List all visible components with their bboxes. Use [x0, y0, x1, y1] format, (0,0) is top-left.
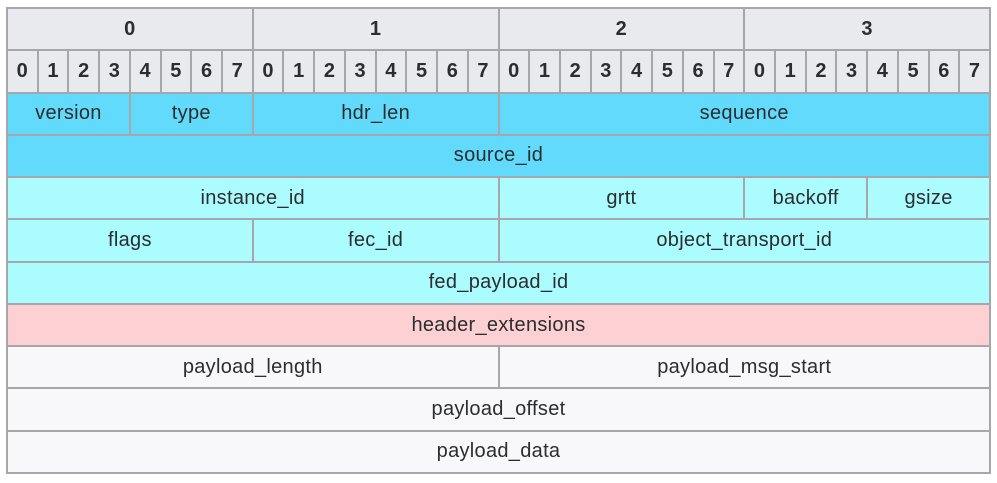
field-cell-object_transport_id: object_transport_id	[499, 220, 989, 261]
bit-label-cell: 5	[898, 51, 928, 92]
field-cell-payload_data: payload_data	[8, 431, 989, 472]
bit-label-cell: 4	[868, 51, 897, 92]
field-cell-sequence: sequence	[499, 93, 989, 134]
bit-label-cell: 1	[775, 51, 805, 92]
bit-label-cell: 6	[929, 51, 959, 92]
bit-label-cell: 0	[253, 51, 283, 92]
bit-label-cell: 1	[38, 51, 68, 92]
bit-label-cell: 0	[499, 51, 529, 92]
field-cell-payload_length: payload_length	[8, 347, 498, 388]
field-cell-fed_payload_id: fed_payload_id	[8, 262, 989, 303]
field-cell-gsize: gsize	[868, 178, 989, 219]
field-cell-payload_msg_start: payload_msg_start	[499, 347, 989, 388]
field-cell-version: version	[8, 93, 129, 134]
field-cell-fec_id: fec_id	[253, 220, 498, 261]
byte-label-cell-1: 1	[253, 9, 498, 50]
bit-label-cell: 1	[530, 51, 559, 92]
bit-label-cell: 0	[8, 51, 37, 92]
bit-label-cell: 0	[745, 51, 774, 92]
bit-label-cell: 3	[837, 51, 867, 92]
bit-label-cell: 3	[591, 51, 621, 92]
field-cell-instance_id: instance_id	[8, 178, 498, 219]
bit-label-cell: 5	[407, 51, 437, 92]
field-cell-flags: flags	[8, 220, 252, 261]
field-cell-source_id: source_id	[8, 135, 989, 177]
bit-label-cell: 4	[376, 51, 406, 92]
field-cell-payload_offset: payload_offset	[8, 389, 989, 430]
byte-label-cell-0: 0	[8, 9, 252, 50]
field-cell-grtt: grtt	[499, 178, 744, 219]
field-cell-type: type	[130, 93, 252, 134]
bit-label-cell: 4	[622, 51, 652, 92]
bit-label-cell: 6	[683, 51, 713, 92]
field-cell-header_extensions: header_extensions	[8, 304, 989, 346]
bit-label-cell: 2	[560, 51, 590, 92]
bit-label-cell: 6	[438, 51, 467, 92]
bit-label-cell: 7	[468, 51, 498, 92]
bit-label-cell: 2	[806, 51, 836, 92]
bit-label-cell: 7	[714, 51, 744, 92]
bit-label-cell: 3	[345, 51, 375, 92]
bit-label-cell: 5	[653, 51, 682, 92]
bit-label-cell: 3	[100, 51, 129, 92]
bit-label-cell: 7	[960, 51, 989, 92]
bit-label-cell: 1	[284, 51, 314, 92]
byte-label-cell-3: 3	[745, 9, 989, 50]
bit-label-cell: 4	[130, 51, 160, 92]
field-cell-hdr_len: hdr_len	[253, 93, 498, 134]
bit-label-cell: 2	[69, 51, 99, 92]
bit-label-cell: 6	[192, 51, 222, 92]
bit-label-cell: 5	[161, 51, 191, 92]
byte-label-cell-2: 2	[499, 9, 744, 50]
bit-label-cell: 7	[223, 51, 252, 92]
bit-label-cell: 2	[315, 51, 344, 92]
field-cell-backoff: backoff	[745, 178, 867, 219]
